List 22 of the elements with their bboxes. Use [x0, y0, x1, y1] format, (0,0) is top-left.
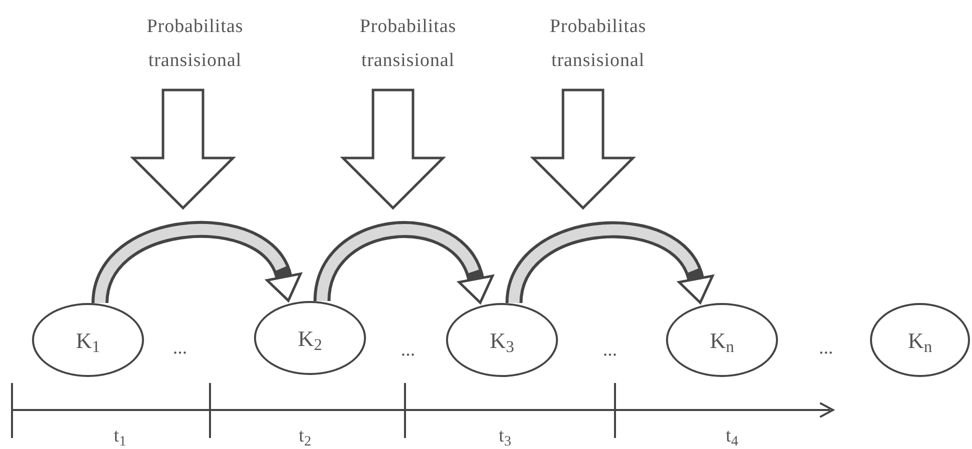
- state-ellipse: K$_{3}$: [446, 303, 558, 377]
- text-label: Probabilitas transisional: [323, 10, 493, 66]
- curved-block-arrow: [506, 222, 713, 304]
- ellipsis: ...: [602, 340, 618, 360]
- block-arrow: [530, 88, 636, 210]
- time-label: t$_{2}$: [298, 426, 312, 446]
- curved-block-arrow: [314, 221, 493, 303]
- state-ellipse: K$_{n}$: [666, 303, 778, 377]
- ellipsis: ...: [400, 340, 416, 360]
- ellipsis: ...: [818, 338, 834, 358]
- text-label: Probabilitas transisional: [513, 10, 683, 66]
- curved-block-arrow: [92, 221, 301, 304]
- text-label: Probabilitas transisional: [110, 10, 280, 66]
- state-ellipse: K$_{1}$: [32, 303, 144, 377]
- block-arrow: [340, 88, 446, 210]
- state-ellipse: K$_{2}$: [254, 301, 366, 375]
- time-label: t$_{3}$: [498, 426, 512, 446]
- time-label: t$_{1}$: [114, 426, 126, 446]
- ellipsis: ...: [172, 338, 188, 358]
- state-ellipse: K$_{n}$: [870, 303, 970, 377]
- block-arrow: [130, 88, 236, 210]
- time-label: t$_{4}$: [726, 426, 738, 446]
